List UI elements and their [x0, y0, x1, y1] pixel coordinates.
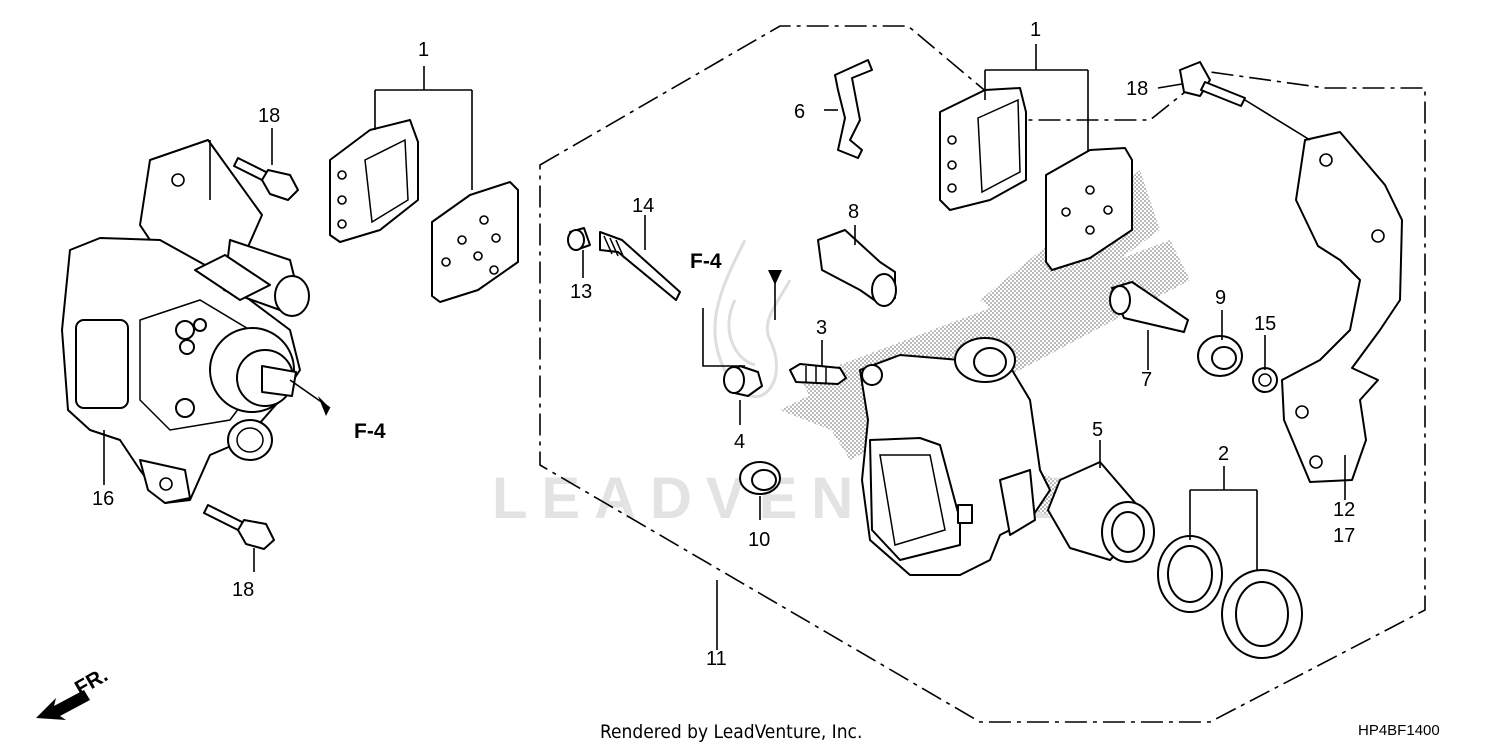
- retainer-clip-6[interactable]: [834, 59, 873, 159]
- part-number-label: 1: [418, 39, 429, 61]
- brake-pad-set-left[interactable]: [329, 119, 519, 303]
- f4-reference-left[interactable]: F-4: [354, 420, 386, 443]
- part-number-label: 12: [1333, 499, 1355, 521]
- f4-reference-center[interactable]: F-4: [690, 250, 722, 273]
- slide-pin-7[interactable]: [1109, 281, 1189, 333]
- part-number-label: 5: [1092, 419, 1103, 441]
- bolt-18-upper-left[interactable]: [233, 157, 299, 201]
- part-number-label: 14: [632, 195, 654, 217]
- pad-pin-14[interactable]: [599, 231, 681, 301]
- piston-5[interactable]: [1047, 461, 1155, 563]
- part-number-label: 16: [92, 488, 114, 510]
- part-number-label: 8: [848, 201, 859, 223]
- part-number-label: 13: [570, 281, 592, 303]
- part-number-label: 2: [1218, 443, 1229, 465]
- part-number-label: 4: [734, 431, 745, 453]
- bolt-18-lower-left[interactable]: [203, 504, 275, 550]
- part-number-label: 18: [232, 579, 254, 601]
- rendered-by-footer: Rendered by LeadVenture, Inc.: [600, 721, 862, 743]
- washer-15[interactable]: [1252, 367, 1278, 393]
- bolt-18-right[interactable]: [1179, 61, 1246, 107]
- caliper-assembly-outline: [539, 25, 1426, 723]
- pad-pin-boot-8[interactable]: [817, 229, 897, 307]
- part-number-label: 18: [1126, 78, 1148, 100]
- caliper-bracket-12[interactable]: [1281, 131, 1403, 483]
- brake-caliper-assembly[interactable]: [61, 139, 331, 504]
- cap-13[interactable]: [567, 227, 591, 251]
- part-number-label: 1: [1030, 19, 1041, 41]
- part-number-label: 17: [1333, 525, 1355, 547]
- brake-pad-set-right[interactable]: [939, 87, 1133, 271]
- bleeder-screw-3[interactable]: [789, 363, 847, 385]
- watermark-flame-logo: [713, 239, 792, 399]
- leader-lines: [103, 44, 1346, 650]
- part-number-label: 3: [816, 317, 827, 339]
- part-number-label: 10: [748, 529, 770, 551]
- part-number-label: 11: [706, 648, 727, 670]
- boot-10[interactable]: [739, 461, 781, 495]
- boot-9[interactable]: [1197, 335, 1243, 377]
- part-number-label: 18: [258, 105, 280, 127]
- diagram-code: HP4BF1400: [1358, 722, 1440, 739]
- part-number-label: 15: [1254, 313, 1276, 335]
- part-number-label: 7: [1141, 369, 1152, 391]
- part-number-label: 9: [1215, 287, 1226, 309]
- bleeder-cap-4[interactable]: [723, 365, 763, 397]
- part-number-label: 6: [794, 101, 805, 123]
- front-direction-arrow-icon: [36, 690, 90, 720]
- piston-seal-set-2[interactable]: [1157, 535, 1303, 659]
